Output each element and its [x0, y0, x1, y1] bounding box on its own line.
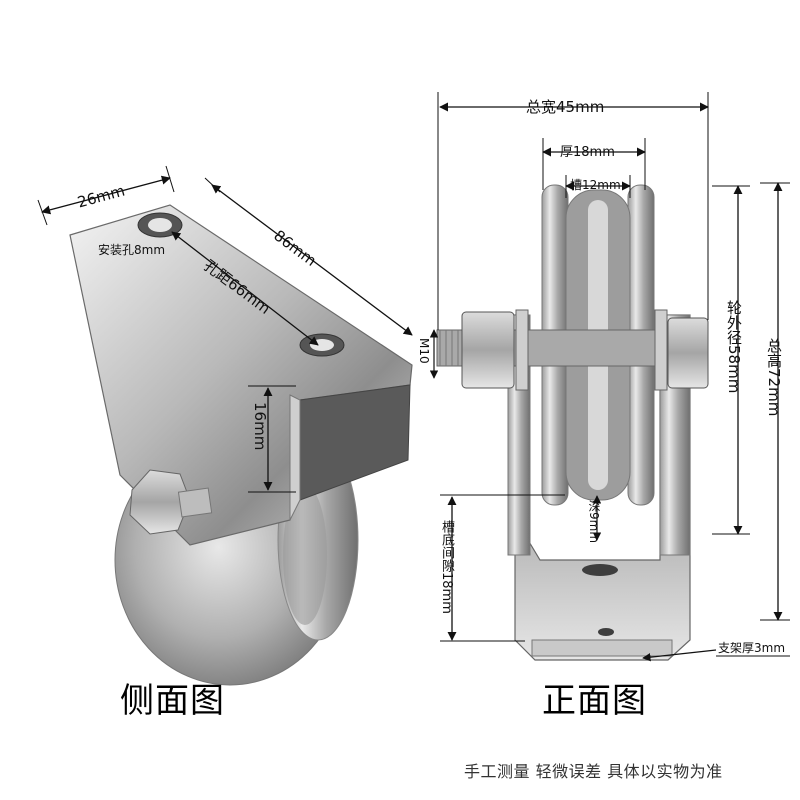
- front-view: [429, 92, 790, 662]
- label-gap: 槽底间隙18mm: [439, 520, 454, 614]
- label-side-hole: 安装孔8mm: [98, 243, 166, 257]
- front-washer-right: [654, 309, 668, 391]
- dim-86-ext: [204, 177, 221, 193]
- front-bracket-hole-2: [598, 628, 614, 636]
- side-hole-top-inner: [148, 218, 172, 232]
- label-total-width: 总宽45mm: [526, 98, 605, 116]
- side-wheel-groove: [283, 485, 327, 625]
- front-bracket-hole: [582, 564, 618, 576]
- dim-26-line: [41, 175, 171, 215]
- label-total-height: 总高72mm: [765, 338, 783, 417]
- front-washer-left: [515, 309, 529, 391]
- front-bolt-head-right: [667, 317, 709, 389]
- label-bracket: 支架厚3mm: [718, 641, 786, 655]
- label-depth: 深9mm: [587, 500, 601, 544]
- side-bolt-shank: [177, 487, 213, 518]
- label-outer-diameter: 轮外径58mm: [725, 300, 743, 394]
- side-bracket-channel: [299, 384, 411, 501]
- dim-26-ext-right: [165, 165, 175, 193]
- front-thread-lines: [439, 330, 459, 366]
- label-groove: 槽12mm: [570, 178, 621, 192]
- dim-26-ext-left: [37, 199, 48, 226]
- side-bracket-edge: [289, 394, 301, 521]
- front-bracket-base: [531, 639, 673, 657]
- label-thickness: 厚18mm: [560, 145, 615, 160]
- label-side-height: 16mm: [251, 402, 269, 451]
- side-view: [37, 165, 413, 686]
- title-side-view: 侧面图: [120, 681, 225, 721]
- disclaimer-text: 手工测量 轻微误差 具体以实物为准: [464, 762, 723, 781]
- title-front-view: 正面图: [542, 681, 647, 721]
- dim-hole-spacing-line: [171, 231, 319, 346]
- front-nut-left: [461, 311, 515, 389]
- label-bolt: M10: [417, 338, 431, 364]
- dim-bracket-leader: [642, 649, 717, 662]
